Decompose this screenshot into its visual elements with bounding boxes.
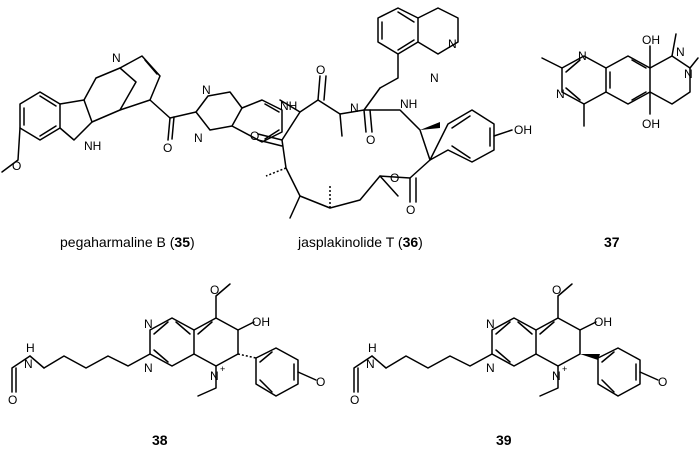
atom-N-37a: N <box>578 49 587 63</box>
atom-O-36a: O <box>316 63 325 77</box>
atom-O-36c: O <box>250 129 259 143</box>
atom-N-38b: N <box>144 361 153 375</box>
atom-O-38a: O <box>210 283 219 297</box>
atom-O-36e: O <box>406 203 415 217</box>
atom-O-35m: O <box>12 159 21 173</box>
compound-number-37: 37 <box>604 234 620 250</box>
structure-36: O NH N O NH O O O OH N N <box>250 7 532 219</box>
atom-O-39b: O <box>350 393 359 407</box>
atom-O-38c: O <box>316 375 325 389</box>
atom-O-36d: O <box>390 171 399 185</box>
compound-number-38: 38 <box>152 432 168 448</box>
compound-number-39: 39 <box>496 432 512 448</box>
structure-35: N NH O O N N <box>1 51 283 173</box>
atom-O-35: O <box>163 141 172 155</box>
atom-H-38: H <box>26 341 35 355</box>
compound-name-36: jasplakinolide T <box>298 234 394 250</box>
atom-N-37d: N <box>684 67 693 81</box>
atom-OH-38: OH <box>252 315 270 329</box>
atom-N-35c: N <box>194 131 203 145</box>
atom-O-39c: O <box>658 375 667 389</box>
atom-N-36q1: N <box>448 37 457 51</box>
compound-number-36: 36 <box>402 234 419 250</box>
atom-OH-37a: OH <box>642 33 660 47</box>
atom-NH-36a: NH <box>280 99 297 113</box>
atom-OH-37b: OH <box>642 117 660 131</box>
atom-N-39c: N <box>552 369 561 383</box>
atom-N-39d: N <box>366 357 375 371</box>
atom-N-37b: N <box>556 87 565 101</box>
structure-37: OH N N N N OH <box>541 33 699 131</box>
caption-36: jasplakinolide T (36) <box>298 234 423 250</box>
atom-NH-35: NH <box>84 139 101 153</box>
atom-N-35a: N <box>112 51 121 65</box>
charge-38: + <box>220 364 225 374</box>
atom-O-38b: O <box>8 393 17 407</box>
atom-NH-36b: NH <box>400 97 417 111</box>
structure-39: O OH N N N + H N O O <box>350 283 667 407</box>
atom-OH-36: OH <box>514 123 532 137</box>
structure-38: O OH N N N + H N O O <box>8 283 325 407</box>
atom-N-35b: N <box>202 83 211 97</box>
atom-N-37c: N <box>676 45 685 59</box>
atom-N-36: N <box>350 101 359 115</box>
atom-N-39b: N <box>486 361 495 375</box>
compound-number-35: 35 <box>174 234 190 250</box>
charge-39: + <box>562 364 567 374</box>
atom-H-39: H <box>368 341 377 355</box>
atom-N-36q2: N <box>430 71 439 85</box>
atom-N-39a: N <box>486 317 495 331</box>
atom-O-39a: O <box>552 283 561 297</box>
atom-N-38a: N <box>144 317 153 331</box>
atom-OH-39: OH <box>594 315 612 329</box>
atom-O-36b: O <box>366 133 375 147</box>
compound-name-35: pegaharmaline B <box>60 234 166 250</box>
atom-N-38c: N <box>210 369 219 383</box>
caption-35: pegaharmaline B (35) <box>60 234 195 250</box>
atom-N-38d: N <box>24 357 33 371</box>
